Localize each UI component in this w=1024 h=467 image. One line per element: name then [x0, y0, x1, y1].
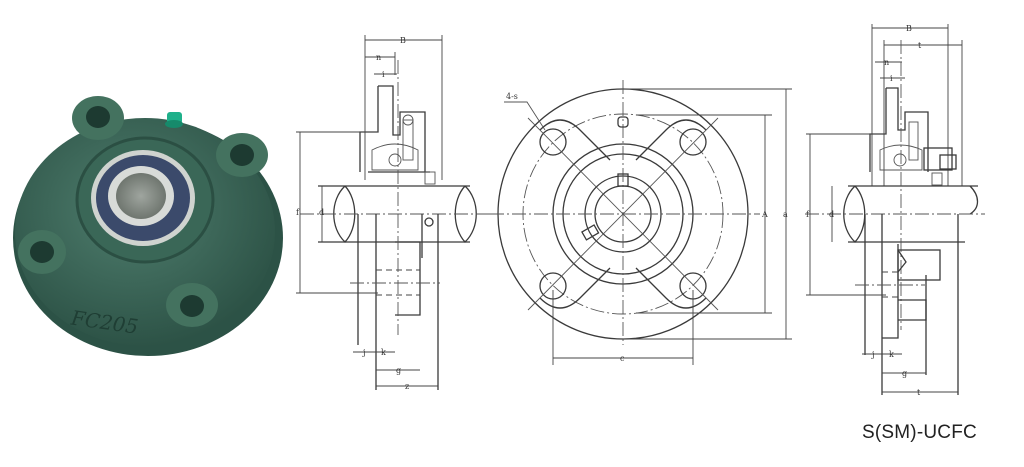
dim-label-g: g — [396, 366, 401, 375]
dim-label-a: a — [783, 210, 788, 219]
dim-label-j: j — [362, 348, 365, 357]
grease-nipple-icon — [165, 112, 183, 128]
dim-label-B: B — [400, 36, 406, 45]
dim-label-t-bottom: t — [917, 388, 921, 397]
bearing-photo: FC205 — [13, 96, 283, 356]
dim-label-i: i — [382, 70, 385, 79]
dim-label-k-right: k — [889, 350, 894, 359]
dim-label-z: z — [405, 382, 409, 391]
model-caption: S(SM)-UCFC — [862, 422, 977, 443]
dim-label-f-right: f — [806, 210, 810, 219]
front-view: 4-s A a c — [490, 80, 792, 365]
side-view-right: B t n i f — [805, 24, 985, 397]
dim-label-t-top: t — [918, 41, 922, 50]
dim-label-f: f — [296, 208, 300, 217]
dim-label-k: k — [381, 348, 386, 357]
bolt-hole-icons — [30, 106, 254, 317]
dim-label-g-right: g — [902, 369, 907, 378]
dim-label-d-right: d — [829, 210, 834, 219]
dim-label-n-right: n — [884, 58, 889, 67]
dim-label-j-right: j — [871, 350, 874, 359]
bore — [116, 173, 166, 219]
dim-label-i-right: i — [890, 74, 893, 83]
dim-label-c: c — [620, 354, 625, 363]
dim-label-d: d — [319, 208, 324, 217]
dim-label-n: n — [376, 53, 381, 62]
dim-label-4s: 4-s — [506, 92, 518, 101]
dim-label-A: A — [761, 210, 768, 219]
dim-label-B-right: B — [906, 24, 912, 33]
side-view-left: B n i f — [296, 35, 490, 391]
